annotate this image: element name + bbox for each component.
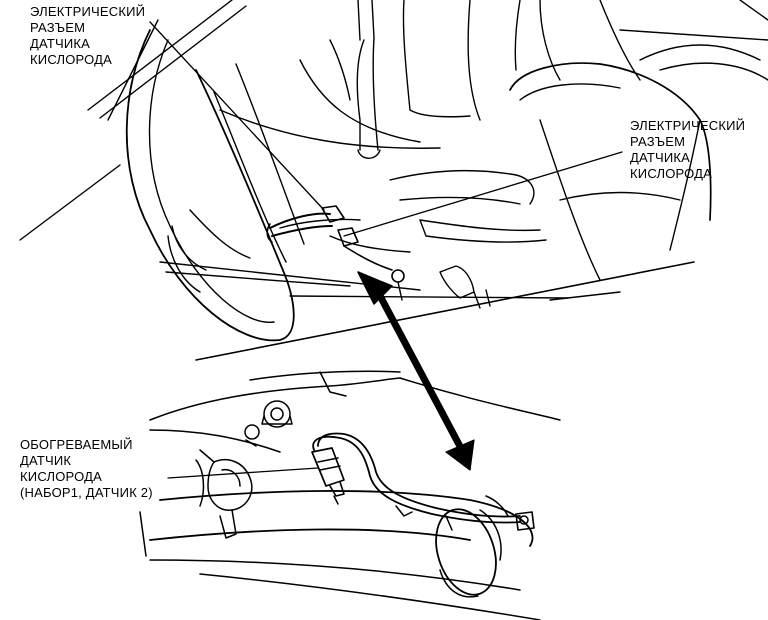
leader-lines bbox=[149, 21, 623, 479]
callout-line: ДАТЧИКА bbox=[30, 36, 91, 51]
callout-line: ОБОГРЕВАЕМЫЙ bbox=[20, 437, 133, 452]
callout-line: ЭЛЕКТРИЧЕСКИЙ bbox=[630, 118, 746, 133]
callout-line: РАЗЪЕМ bbox=[630, 134, 686, 149]
callout-line: РАЗЪЕМ bbox=[30, 20, 86, 35]
callout-line: ДАТЧИКА bbox=[630, 150, 691, 165]
exhaust-view bbox=[139, 370, 561, 620]
callout-label-bottom-left: ОБОГРЕВАЕМЫЙ ДАТЧИК КИСЛОРОДА (НАБОР1, Д… bbox=[20, 437, 153, 501]
direction-arrow bbox=[357, 271, 475, 471]
callout-line: КИСЛОРОДА bbox=[30, 52, 113, 67]
callout-line: КИСЛОРОДА bbox=[630, 166, 713, 181]
callout-line: ЭЛЕКТРИЧЕСКИЙ bbox=[30, 4, 146, 19]
callout-label-top-left: ЭЛЕКТРИЧЕСКИЙ РАЗЪЕМ ДАТЧИКА КИСЛОРОДА bbox=[30, 4, 145, 68]
callout-line: ДАТЧИК bbox=[20, 453, 72, 468]
callout-line: КИСЛОРОДА bbox=[20, 469, 103, 484]
callout-line: (НАБОР1, ДАТЧИК 2) bbox=[20, 485, 153, 500]
callout-label-right: ЭЛЕКТРИЧЕСКИЙ РАЗЪЕМ ДАТЧИКА КИСЛОРОДА bbox=[630, 118, 745, 182]
